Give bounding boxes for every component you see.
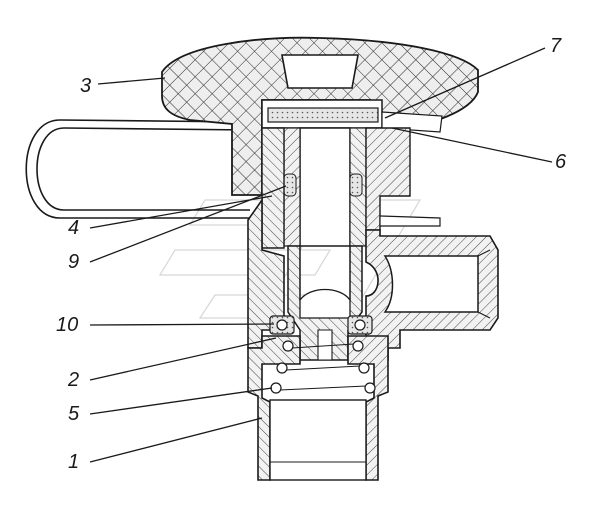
callout-labels: 3 7 6 4 9 10 2 5 1	[56, 35, 567, 473]
callout-4: 4	[68, 217, 79, 239]
wire-bail	[25, 119, 251, 219]
callout-1: 1	[68, 451, 79, 473]
valve-plug	[287, 245, 363, 361]
leader-lines	[89, 47, 553, 463]
seat-seals	[269, 315, 373, 335]
gland-cap	[261, 99, 443, 133]
callout-5: 5	[68, 403, 80, 425]
callout-3: 3	[80, 75, 91, 97]
callout-2: 2	[67, 369, 79, 391]
upper-body	[261, 127, 441, 249]
valve-stem	[283, 127, 367, 247]
valve-body	[247, 197, 499, 361]
callout-6: 6	[555, 151, 567, 173]
spring	[270, 340, 376, 394]
callout-9: 9	[68, 251, 79, 273]
handwheel	[161, 36, 479, 196]
lower-body	[247, 335, 389, 481]
callout-7: 7	[550, 35, 562, 57]
callout-10: 10	[56, 314, 78, 336]
